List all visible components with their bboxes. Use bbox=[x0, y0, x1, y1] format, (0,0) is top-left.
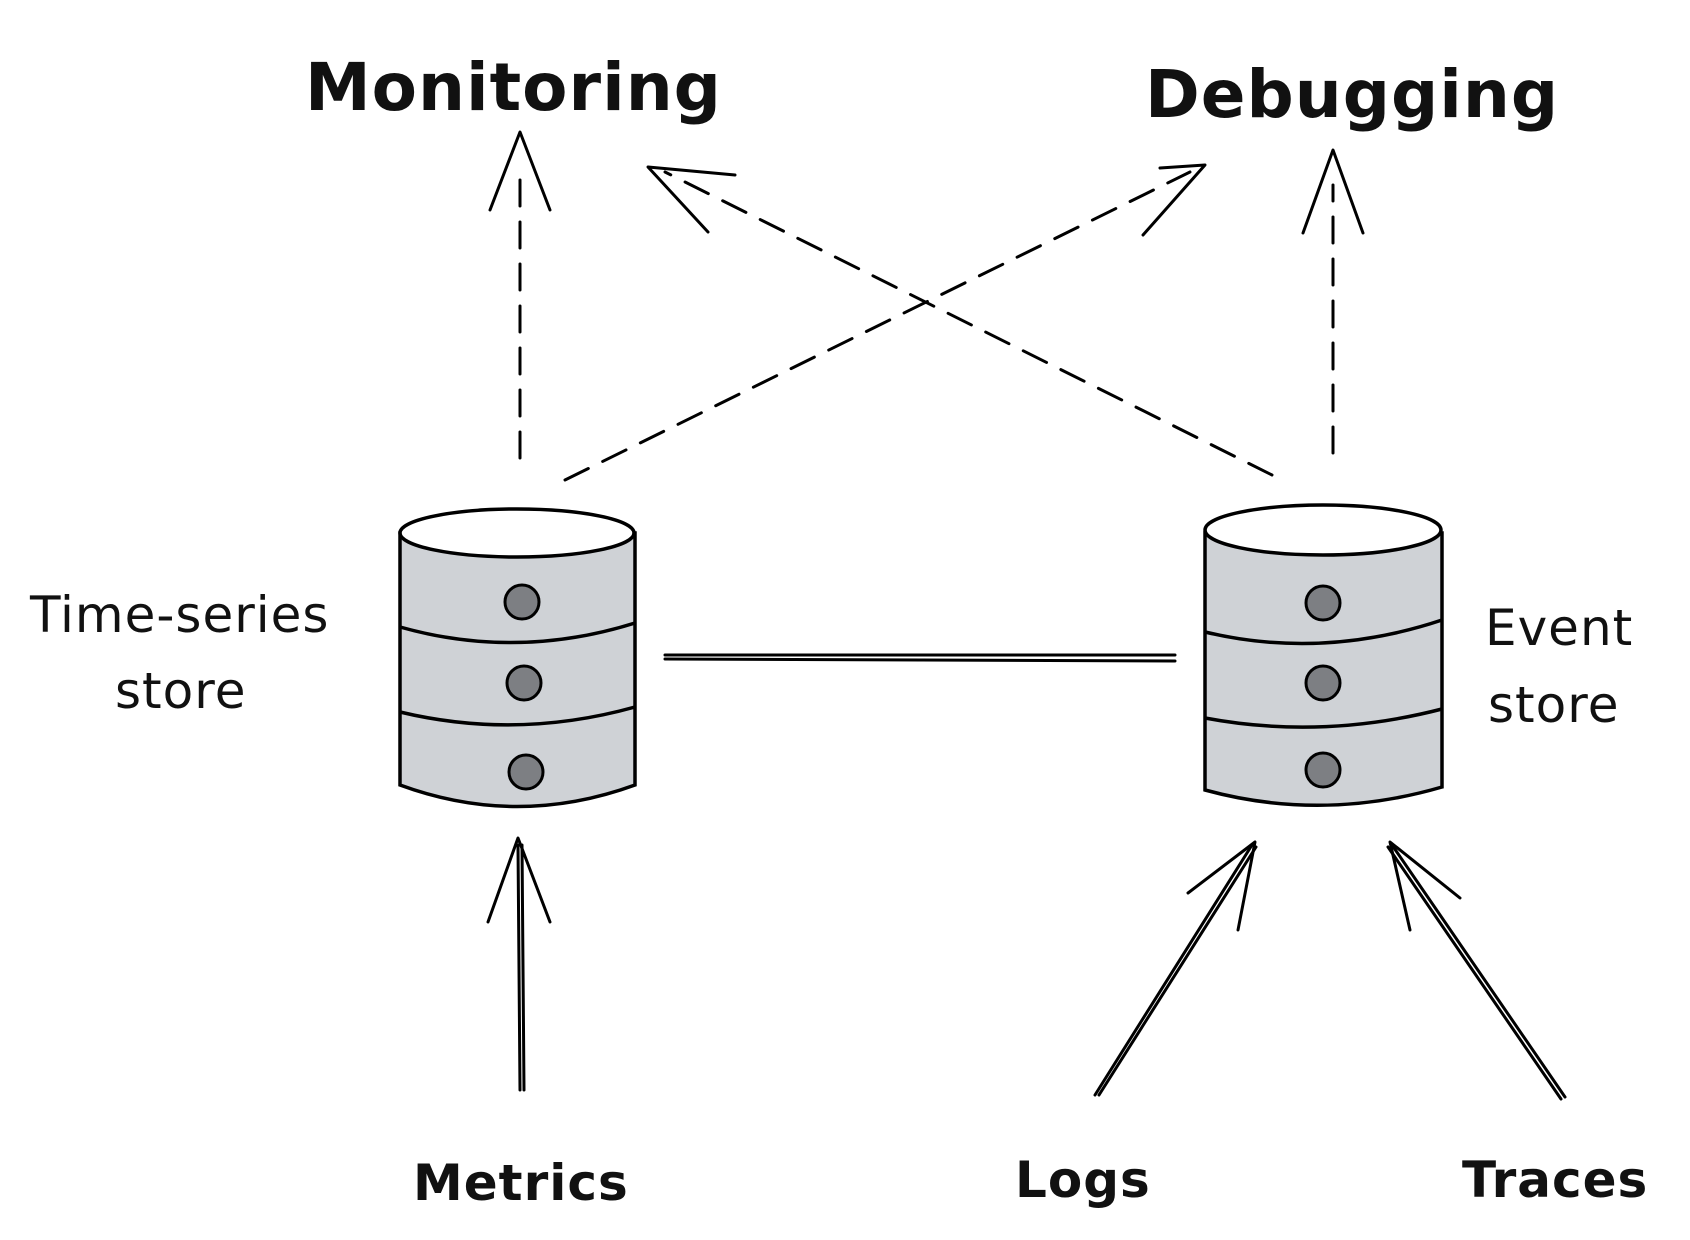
disk-indicator-icon bbox=[1304, 664, 1342, 702]
debugging-label: Debugging bbox=[1145, 56, 1559, 133]
time-series-store-label-line2: store bbox=[115, 662, 246, 720]
edge-metrics-to-timeseries bbox=[486, 836, 552, 1092]
event-store-label-line2: store bbox=[1488, 676, 1619, 734]
monitoring-label: Monitoring bbox=[305, 49, 722, 126]
disk-indicator-icon bbox=[505, 664, 543, 702]
edge-timeseries-to-debugging bbox=[563, 163, 1207, 482]
event-store-label: Event store bbox=[1485, 599, 1650, 734]
disk-indicator-icon bbox=[507, 753, 545, 791]
logs-label: Logs bbox=[1015, 1151, 1151, 1209]
event-store-label-line1: Event bbox=[1485, 599, 1633, 657]
edge-logs-to-event-store bbox=[1093, 840, 1258, 1097]
edge-event-to-debugging bbox=[1301, 148, 1365, 455]
disk-indicator-icon bbox=[503, 583, 541, 621]
store-connection-line bbox=[663, 653, 1177, 663]
time-series-store-label: Time-series store bbox=[29, 586, 346, 720]
disk-indicator-icon bbox=[1304, 584, 1342, 622]
metrics-label: Metrics bbox=[413, 1154, 629, 1212]
time-series-store-label-line1: Time-series bbox=[29, 586, 329, 644]
edge-traces-to-event-store bbox=[1386, 840, 1567, 1101]
traces-label: Traces bbox=[1462, 1151, 1648, 1209]
edge-event-to-monitoring bbox=[646, 165, 1274, 477]
time-series-store-cylinder bbox=[398, 507, 637, 809]
edge-timeseries-to-monitoring bbox=[488, 130, 552, 460]
event-store-cylinder bbox=[1203, 503, 1444, 807]
disk-indicator-icon bbox=[1304, 751, 1342, 789]
